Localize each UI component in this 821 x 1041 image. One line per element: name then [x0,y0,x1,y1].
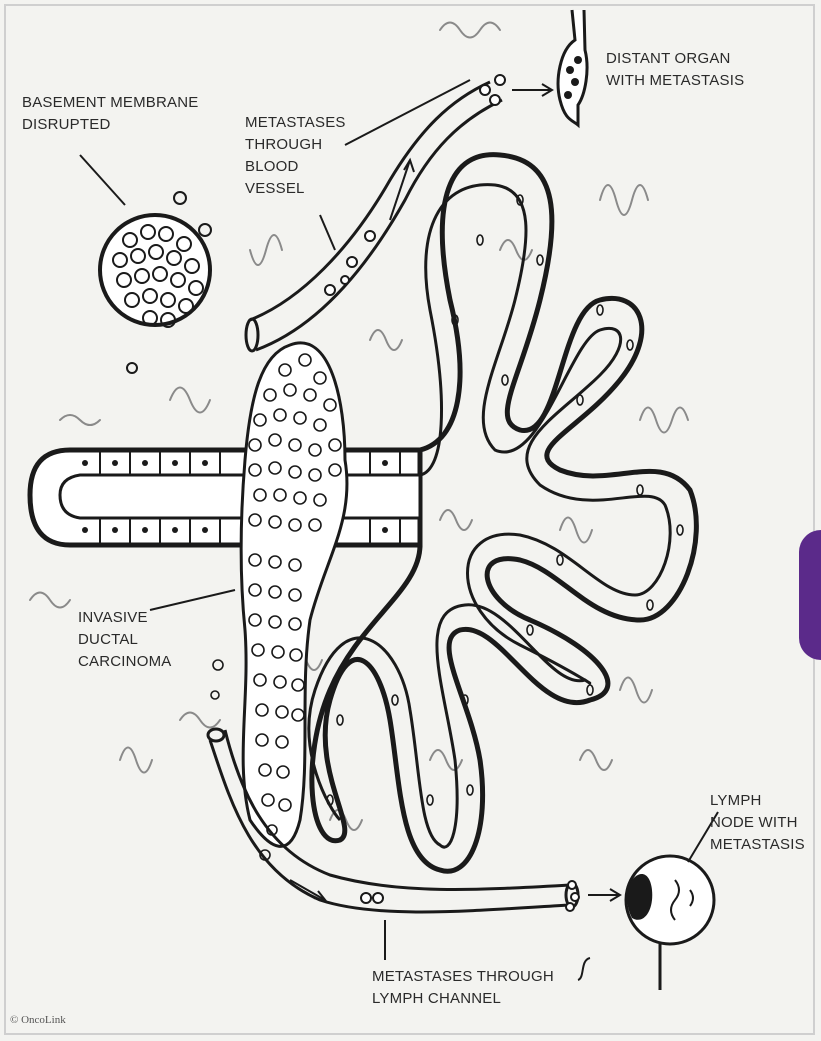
label-line: VESSEL [245,178,346,200]
horizontal-duct [30,450,420,545]
label-invasive-ductal: INVASIVE DUCTAL CARCINOMA [78,607,171,673]
label-line: BLOOD [245,156,346,178]
label-line: CARCINOMA [78,651,171,673]
blood-arrows [390,84,552,220]
label-metastases-blood: METASTASES THROUGH BLOOD VESSEL [245,112,346,200]
label-line: THROUGH [245,134,346,156]
label-distant-organ: DISTANT ORGAN WITH METASTASIS [606,48,744,92]
side-tab[interactable] [799,530,821,660]
label-line: NODE WITH [710,812,805,834]
stroma-fibers [30,23,688,831]
label-line: DISTANT ORGAN [606,48,744,70]
label-metastases-lymph: METASTASES THROUGH LYMPH CHANNEL [372,966,554,1010]
label-line: LYMPH [710,790,805,812]
label-line: DISRUPTED [22,114,199,136]
label-line: METASTASIS [710,834,805,856]
image-credit: © OncoLink [10,1014,66,1026]
label-line: WITH METASTASIS [606,70,744,92]
label-lymph-node: LYMPH NODE WITH METASTASIS [710,790,805,856]
label-line: DUCTAL [78,629,171,651]
label-basement-membrane: BASEMENT MEMBRANE DISRUPTED [22,92,199,136]
label-line: BASEMENT MEMBRANE [22,92,199,114]
label-line: METASTASES [245,112,346,134]
label-line: INVASIVE [78,607,171,629]
label-line: LYMPH CHANNEL [372,988,554,1010]
label-line: METASTASES THROUGH [372,966,554,988]
